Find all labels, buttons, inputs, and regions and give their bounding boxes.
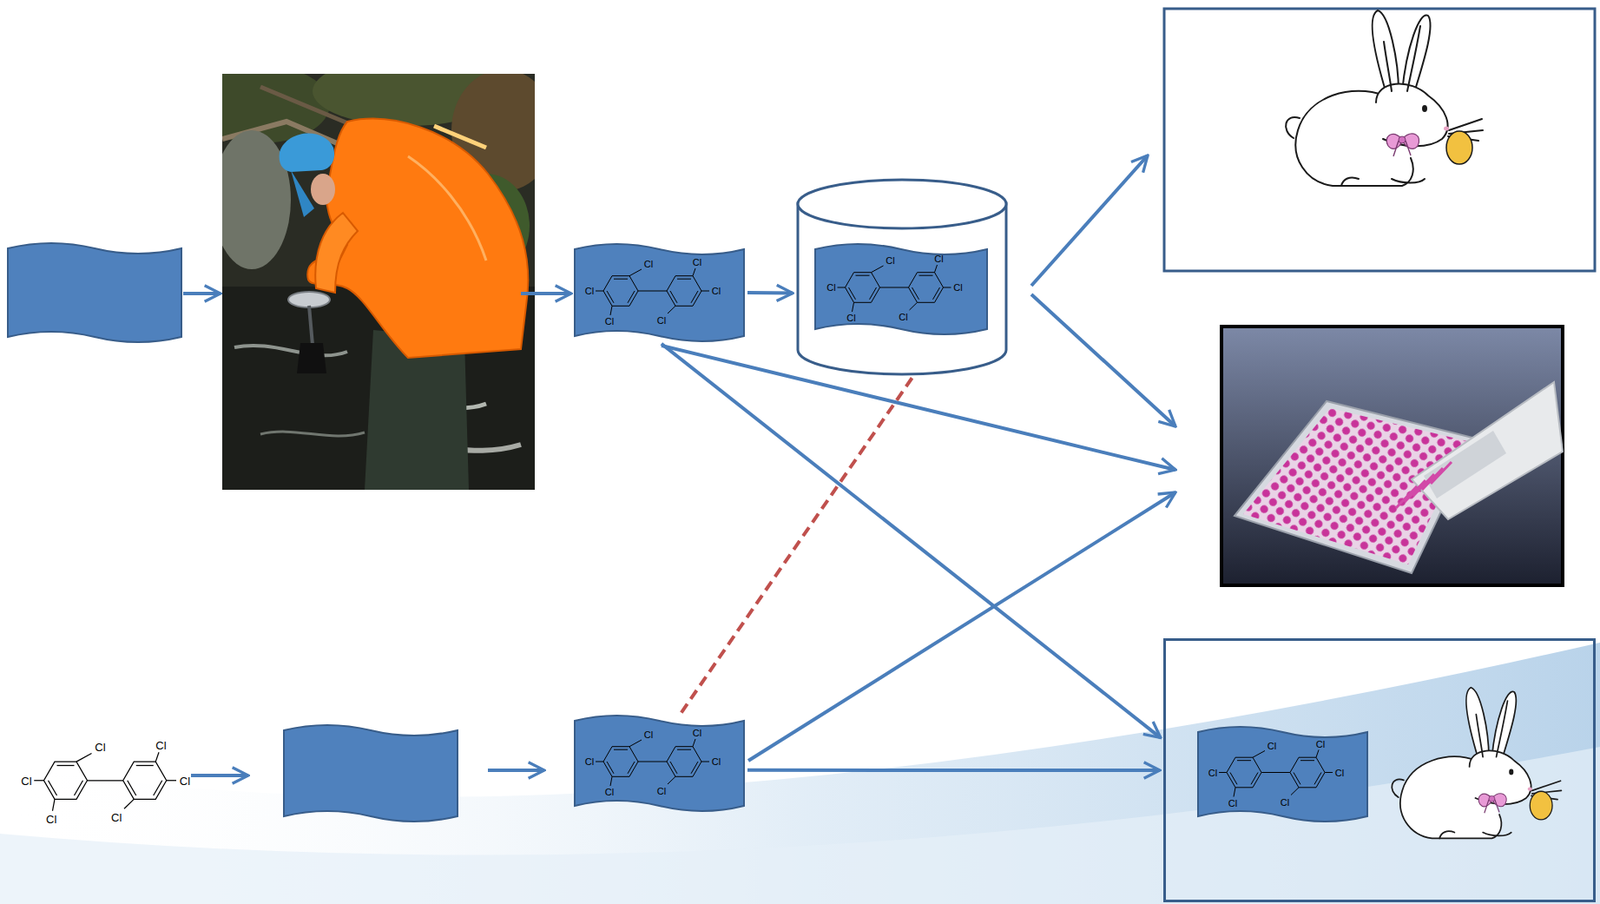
chlorine-label: Cl: [111, 811, 122, 824]
dashed-connector: [681, 376, 914, 713]
chlorine-label: Cl: [692, 728, 702, 738]
background-swoosh: [0, 642, 1600, 904]
sample-box: ClClClClClCl: [573, 714, 745, 812]
chlorine-label: Cl: [1280, 796, 1290, 807]
chlorine-label: Cl: [46, 812, 57, 824]
storage-cylinder: ClClClClClCl: [796, 178, 1008, 376]
chlorine-label: Cl: [179, 774, 191, 786]
sample-box: ClClClClClCl: [573, 243, 745, 343]
chlorine-label: Cl: [20, 774, 32, 786]
chlorine-label: Cl: [657, 786, 666, 797]
chlorine-label: Cl: [605, 316, 614, 327]
chlorine-label: Cl: [953, 283, 962, 293]
chlorine-label: Cl: [585, 757, 594, 767]
chlorine-label: Cl: [711, 286, 721, 297]
chlorine-label: Cl: [1316, 738, 1325, 749]
chlorine-label: Cl: [692, 257, 702, 268]
chlorine-label: Cl: [657, 316, 666, 326]
chlorine-label: Cl: [155, 738, 166, 751]
chlorine-label: Cl: [885, 256, 895, 266]
chlorine-label: Cl: [605, 787, 614, 797]
chlorine-label: Cl: [898, 312, 908, 323]
flow-arrow: [747, 290, 793, 296]
chlorine-label: Cl: [846, 313, 856, 323]
flow-arrow: [747, 768, 1160, 772]
chlorine-label: Cl: [934, 254, 943, 264]
chlorine-label: Cl: [644, 730, 653, 740]
sample-box: ClClClClClCl: [814, 243, 988, 336]
sample-wave: [283, 724, 458, 822]
microplate-photo: [1219, 324, 1565, 587]
chlorine-label: Cl: [1228, 797, 1238, 808]
in-vivo-box: ClClClClClCl: [1163, 638, 1596, 903]
chlorine-label: Cl: [585, 286, 594, 297]
pcb-structure: [33, 751, 177, 811]
chlorine-label: Cl: [644, 259, 653, 270]
sample-box: ClClClClClCl: [1197, 725, 1369, 823]
rabbit-drawing: [1285, 10, 1483, 186]
chlorine-label: Cl: [826, 283, 836, 293]
sample-wave: [7, 243, 182, 343]
in-vivo-box: [1164, 8, 1595, 271]
rabbit-drawing: [1391, 687, 1561, 839]
field-photo: [222, 73, 535, 490]
chlorine-label: Cl: [1208, 767, 1218, 777]
chlorine-label: Cl: [94, 741, 106, 753]
chlorine-label: Cl: [1267, 740, 1277, 751]
flow-arrow: [661, 343, 1161, 738]
chlorine-label: Cl: [711, 757, 721, 767]
chlorine-label: Cl: [1335, 767, 1344, 777]
flow-arrows: [183, 155, 1176, 776]
